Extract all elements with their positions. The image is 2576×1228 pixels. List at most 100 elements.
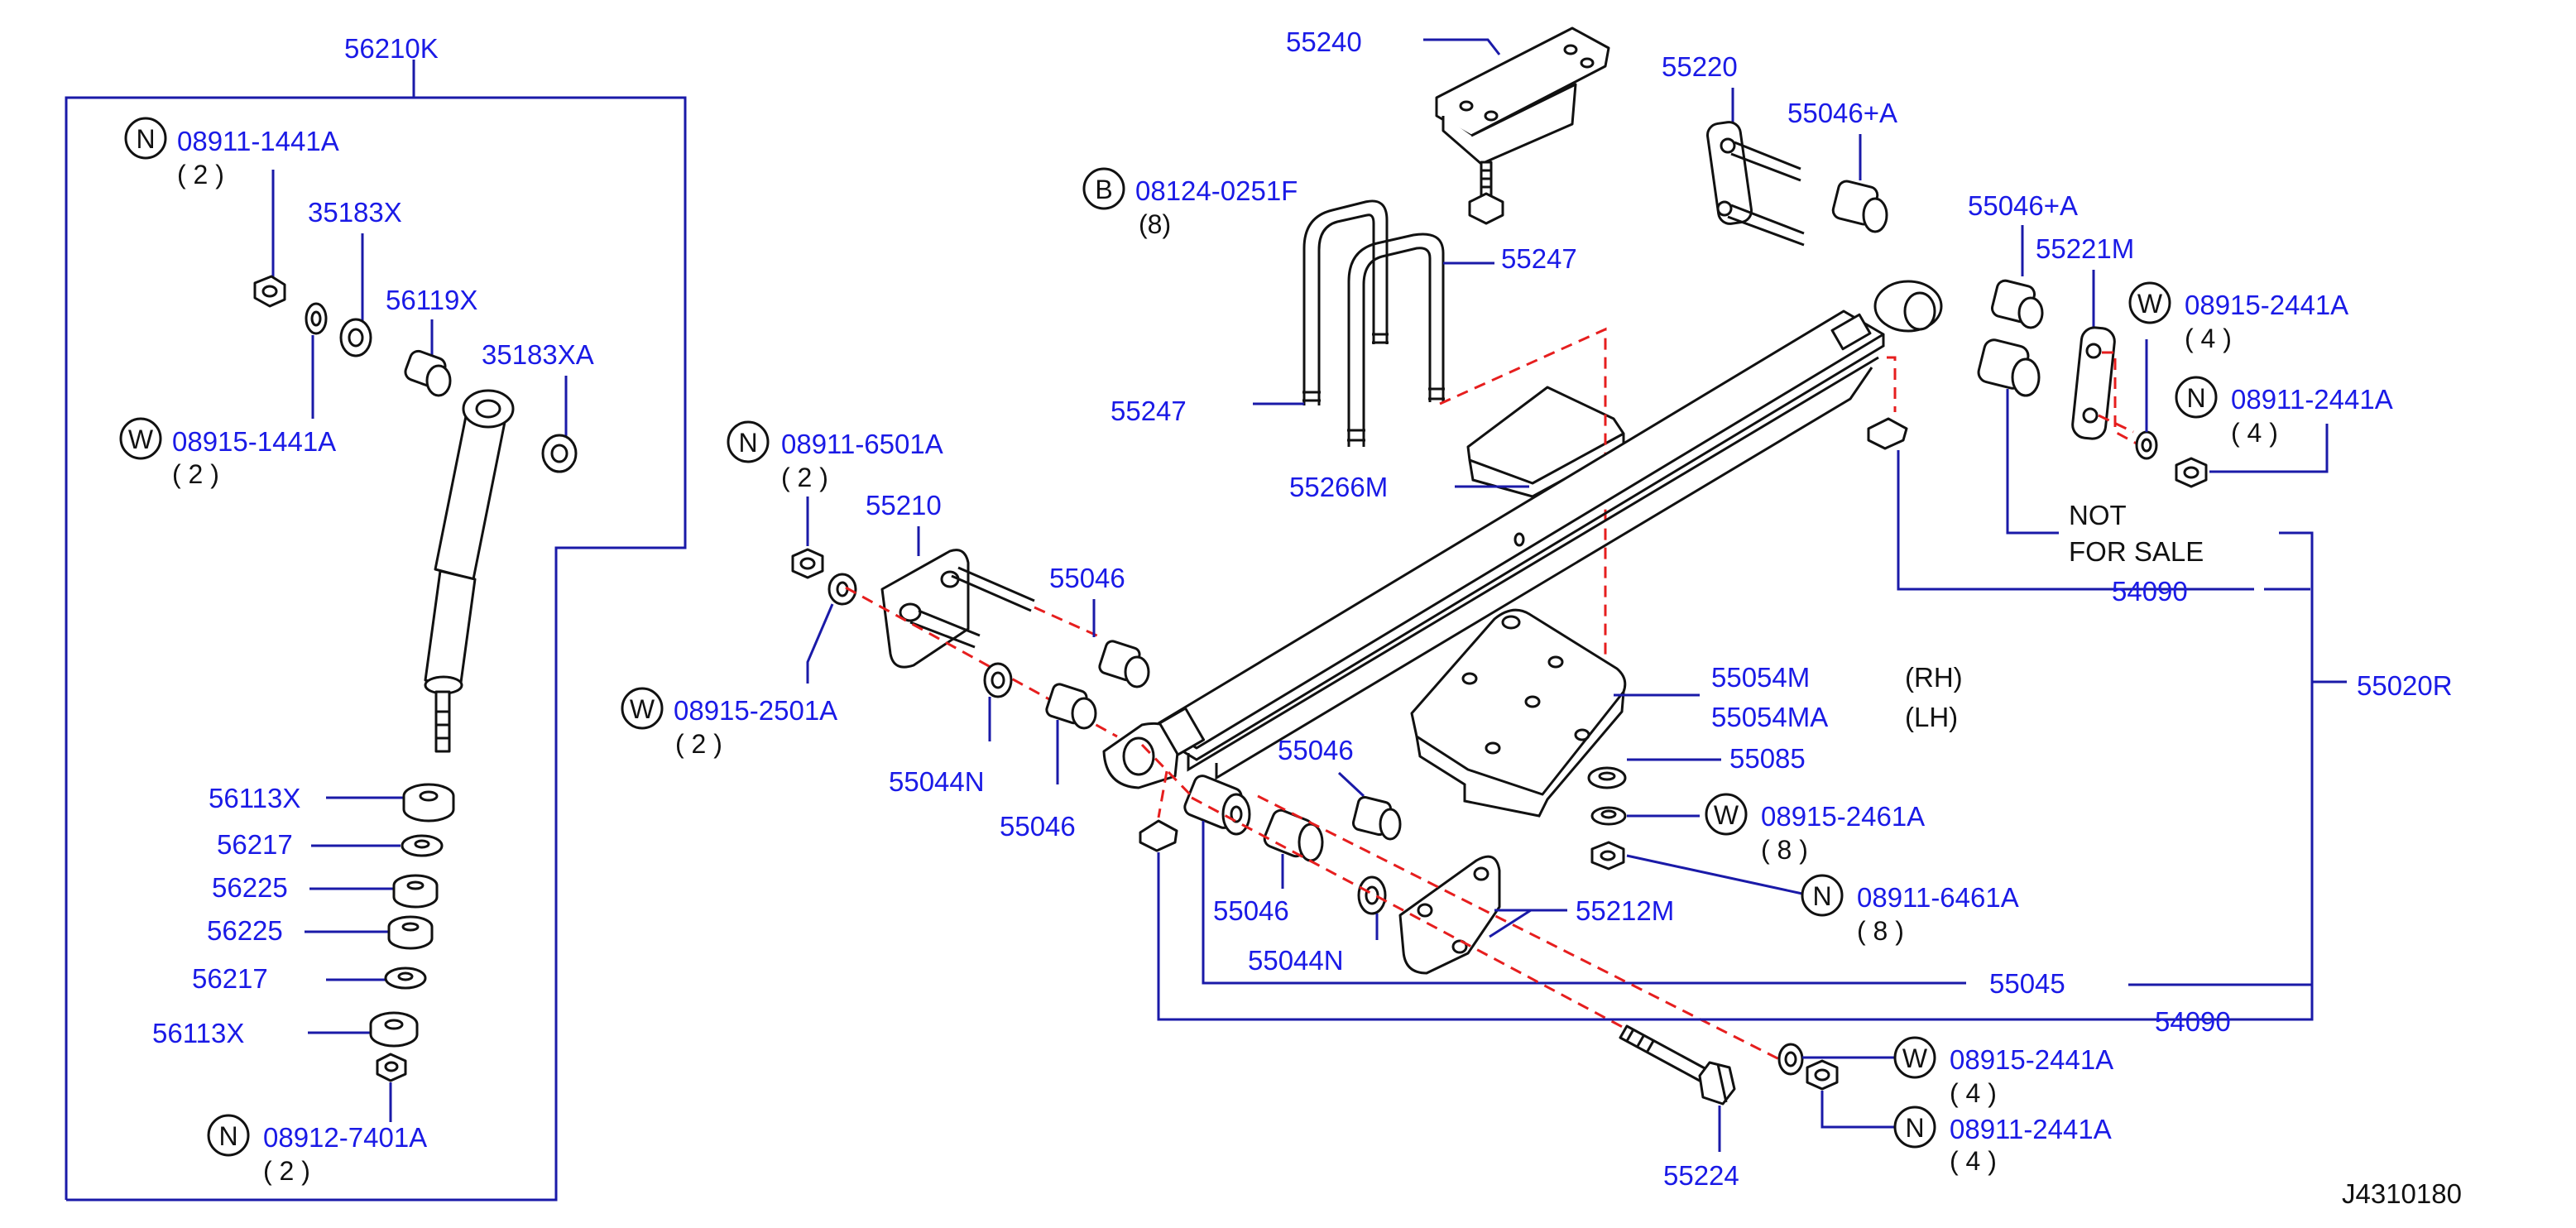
callout-08124-0251F[interactable]: 08124-0251F [1135,175,1298,206]
callout-08915-2441A-top[interactable]: 08915-2441A [2185,290,2348,320]
callout-08915-2441A-bot[interactable]: 08915-2441A [1950,1044,2113,1075]
callout-55247-b[interactable]: 55247 [1111,396,1187,426]
shackle-plate-55221M-part [2071,326,2116,440]
bushing-55046-d-part [1263,808,1324,862]
nut-symbol [727,420,770,463]
callout-55054MA[interactable]: 55054MA [1711,702,1828,732]
callout-55212M[interactable]: 55212M [1576,895,1674,926]
washer-symbol [2128,281,2171,324]
callout-56113X-top[interactable]: 56113X [209,783,300,813]
group-bracket-56210K [65,96,687,1202]
bump-stopper-part [1435,26,1610,165]
hex-nut-6461A-part [1590,841,1625,871]
bushing-55046-b-part [1045,683,1097,730]
callout-08911-6461A[interactable]: 08911-6461A [1857,882,2019,913]
rear-hanger-group: 55046 55045 55046 55044N [1140,735,2113,1191]
callout-55054M[interactable]: 55054M [1711,662,1810,693]
washer-56217-top-part [401,834,444,857]
front-hanger-bracket-part [880,549,1035,669]
callout-56217-bot[interactable]: 56217 [192,963,268,994]
washer-56217-bot-part [384,967,427,990]
callout-08915-1441A[interactable]: 08915-1441A [172,426,336,457]
washer-55085-part [1587,766,1627,789]
hex-nut-2441A-bot-part [1806,1059,1839,1091]
washer-part [827,573,857,606]
callout-55085[interactable]: 55085 [1729,743,1806,774]
nut-symbol-letter: N [2186,383,2205,413]
callout-08915-2501A[interactable]: 08915-2501A [674,695,837,726]
qty-08911-1441A: ( 2 ) [177,160,224,189]
not-for-sale-note-line1: NOT [2069,500,2127,530]
callout-08912-7401A[interactable]: 08912-7401A [263,1122,427,1153]
nut-symbol [207,1114,250,1157]
bolt-55224-part [1619,1024,1736,1106]
callout-55221M[interactable]: 55221M [2036,233,2134,264]
clip-bottom-part [1139,819,1178,852]
callout-55224[interactable]: 55224 [1663,1160,1739,1191]
callout-55044N-b[interactable]: 55044N [1248,945,1344,976]
washer-symbol-letter: W [630,694,655,724]
nut-symbol [2175,376,2218,419]
bushing-35183XA-part [541,434,578,473]
bushing-56113X-top-part [402,783,455,823]
callout-55046-b[interactable]: 55046 [1000,811,1076,842]
nut-symbol-letter: N [1812,881,1831,911]
callout-55210[interactable]: 55210 [866,490,942,520]
callout-56225-a[interactable]: 56225 [212,872,288,903]
callout-55266M[interactable]: 55266M [1289,472,1388,502]
callout-55020R[interactable]: 55020R [2357,670,2453,701]
callout-08911-6501A[interactable]: 08911-6501A [781,429,943,459]
washer-55044N-b-part [1357,875,1387,915]
leaf-spring-part [1102,280,1943,789]
bushing-35183X-part [339,318,372,357]
callout-54090-bot[interactable]: 54090 [2155,1006,2231,1037]
callout-55046-a[interactable]: 55046 [1049,563,1125,593]
bolt-symbol [1082,167,1125,210]
callout-08911-2441A-top[interactable]: 08911-2441A [2231,384,2393,415]
nut-symbol-letter: N [1905,1113,1924,1143]
bushing-56225-b-part [387,915,434,950]
shock-absorber-group: 56210K N 08911-1441A ( 2 ) 35183X W 0891… [65,33,687,1202]
qty-08911-6461A: ( 8 ) [1857,916,1904,946]
bushing-55046-c-part [1351,795,1402,841]
washer-55044N-a-part [983,662,1013,698]
callout-56113X-bot[interactable]: 56113X [152,1018,244,1048]
bolt-08124-0251F-part [1468,161,1504,225]
nut-symbol-letter: N [218,1121,237,1151]
callout-56210K[interactable]: 56210K [344,33,439,64]
callout-08915-2461A[interactable]: 08915-2461A [1761,801,1925,832]
callout-56119X[interactable]: 56119X [386,285,477,315]
callout-55045[interactable]: 55045 [1989,968,2065,999]
callout-56225-b[interactable]: 56225 [207,915,283,946]
callout-55046-c[interactable]: 55046 [1278,735,1354,765]
callout-08911-2441A-bot[interactable]: 08911-2441A [1950,1114,2112,1144]
callout-54090-top[interactable]: 54090 [2112,576,2188,607]
clip-top-part [1867,417,1908,450]
bushing-56225-a-part [392,874,439,909]
callout-55044N-a[interactable]: 55044N [889,766,985,797]
callout-08911-1441A[interactable]: 08911-1441A [177,126,339,156]
callout-35183X[interactable]: 35183X [308,197,402,228]
nut-symbol [124,117,167,160]
callout-55240[interactable]: 55240 [1286,26,1362,57]
callout-35183XA[interactable]: 35183XA [482,339,594,370]
qty-08124-0251F: (8) [1139,209,1171,239]
washer-symbol-letter: W [2137,289,2163,319]
callout-55046A-a[interactable]: 55046+A [1787,98,1897,128]
diagram-id: J4310180 [2342,1178,2462,1209]
qty-08911-6501A: ( 2 ) [781,463,828,492]
callout-55046-d[interactable]: 55046 [1213,895,1289,926]
callout-55220[interactable]: 55220 [1662,51,1738,82]
qty-08911-2441A-top: ( 4 ) [2231,418,2278,448]
qty-08915-2501A: ( 2 ) [675,729,722,759]
washer-symbol [621,687,664,730]
spring-plate-part [1410,608,1627,818]
qty-08912-7401A: ( 2 ) [263,1156,310,1186]
hex-nut-bottom-part [376,1053,407,1082]
bushing-55045-part [1183,775,1251,836]
callout-56217-top[interactable]: 56217 [217,829,293,860]
callout-55247-a[interactable]: 55247 [1501,243,1577,274]
hex-nut-part [791,548,824,579]
callout-55046A-b[interactable]: 55046+A [1968,190,2078,221]
side-rh: (RH) [1905,662,1963,693]
